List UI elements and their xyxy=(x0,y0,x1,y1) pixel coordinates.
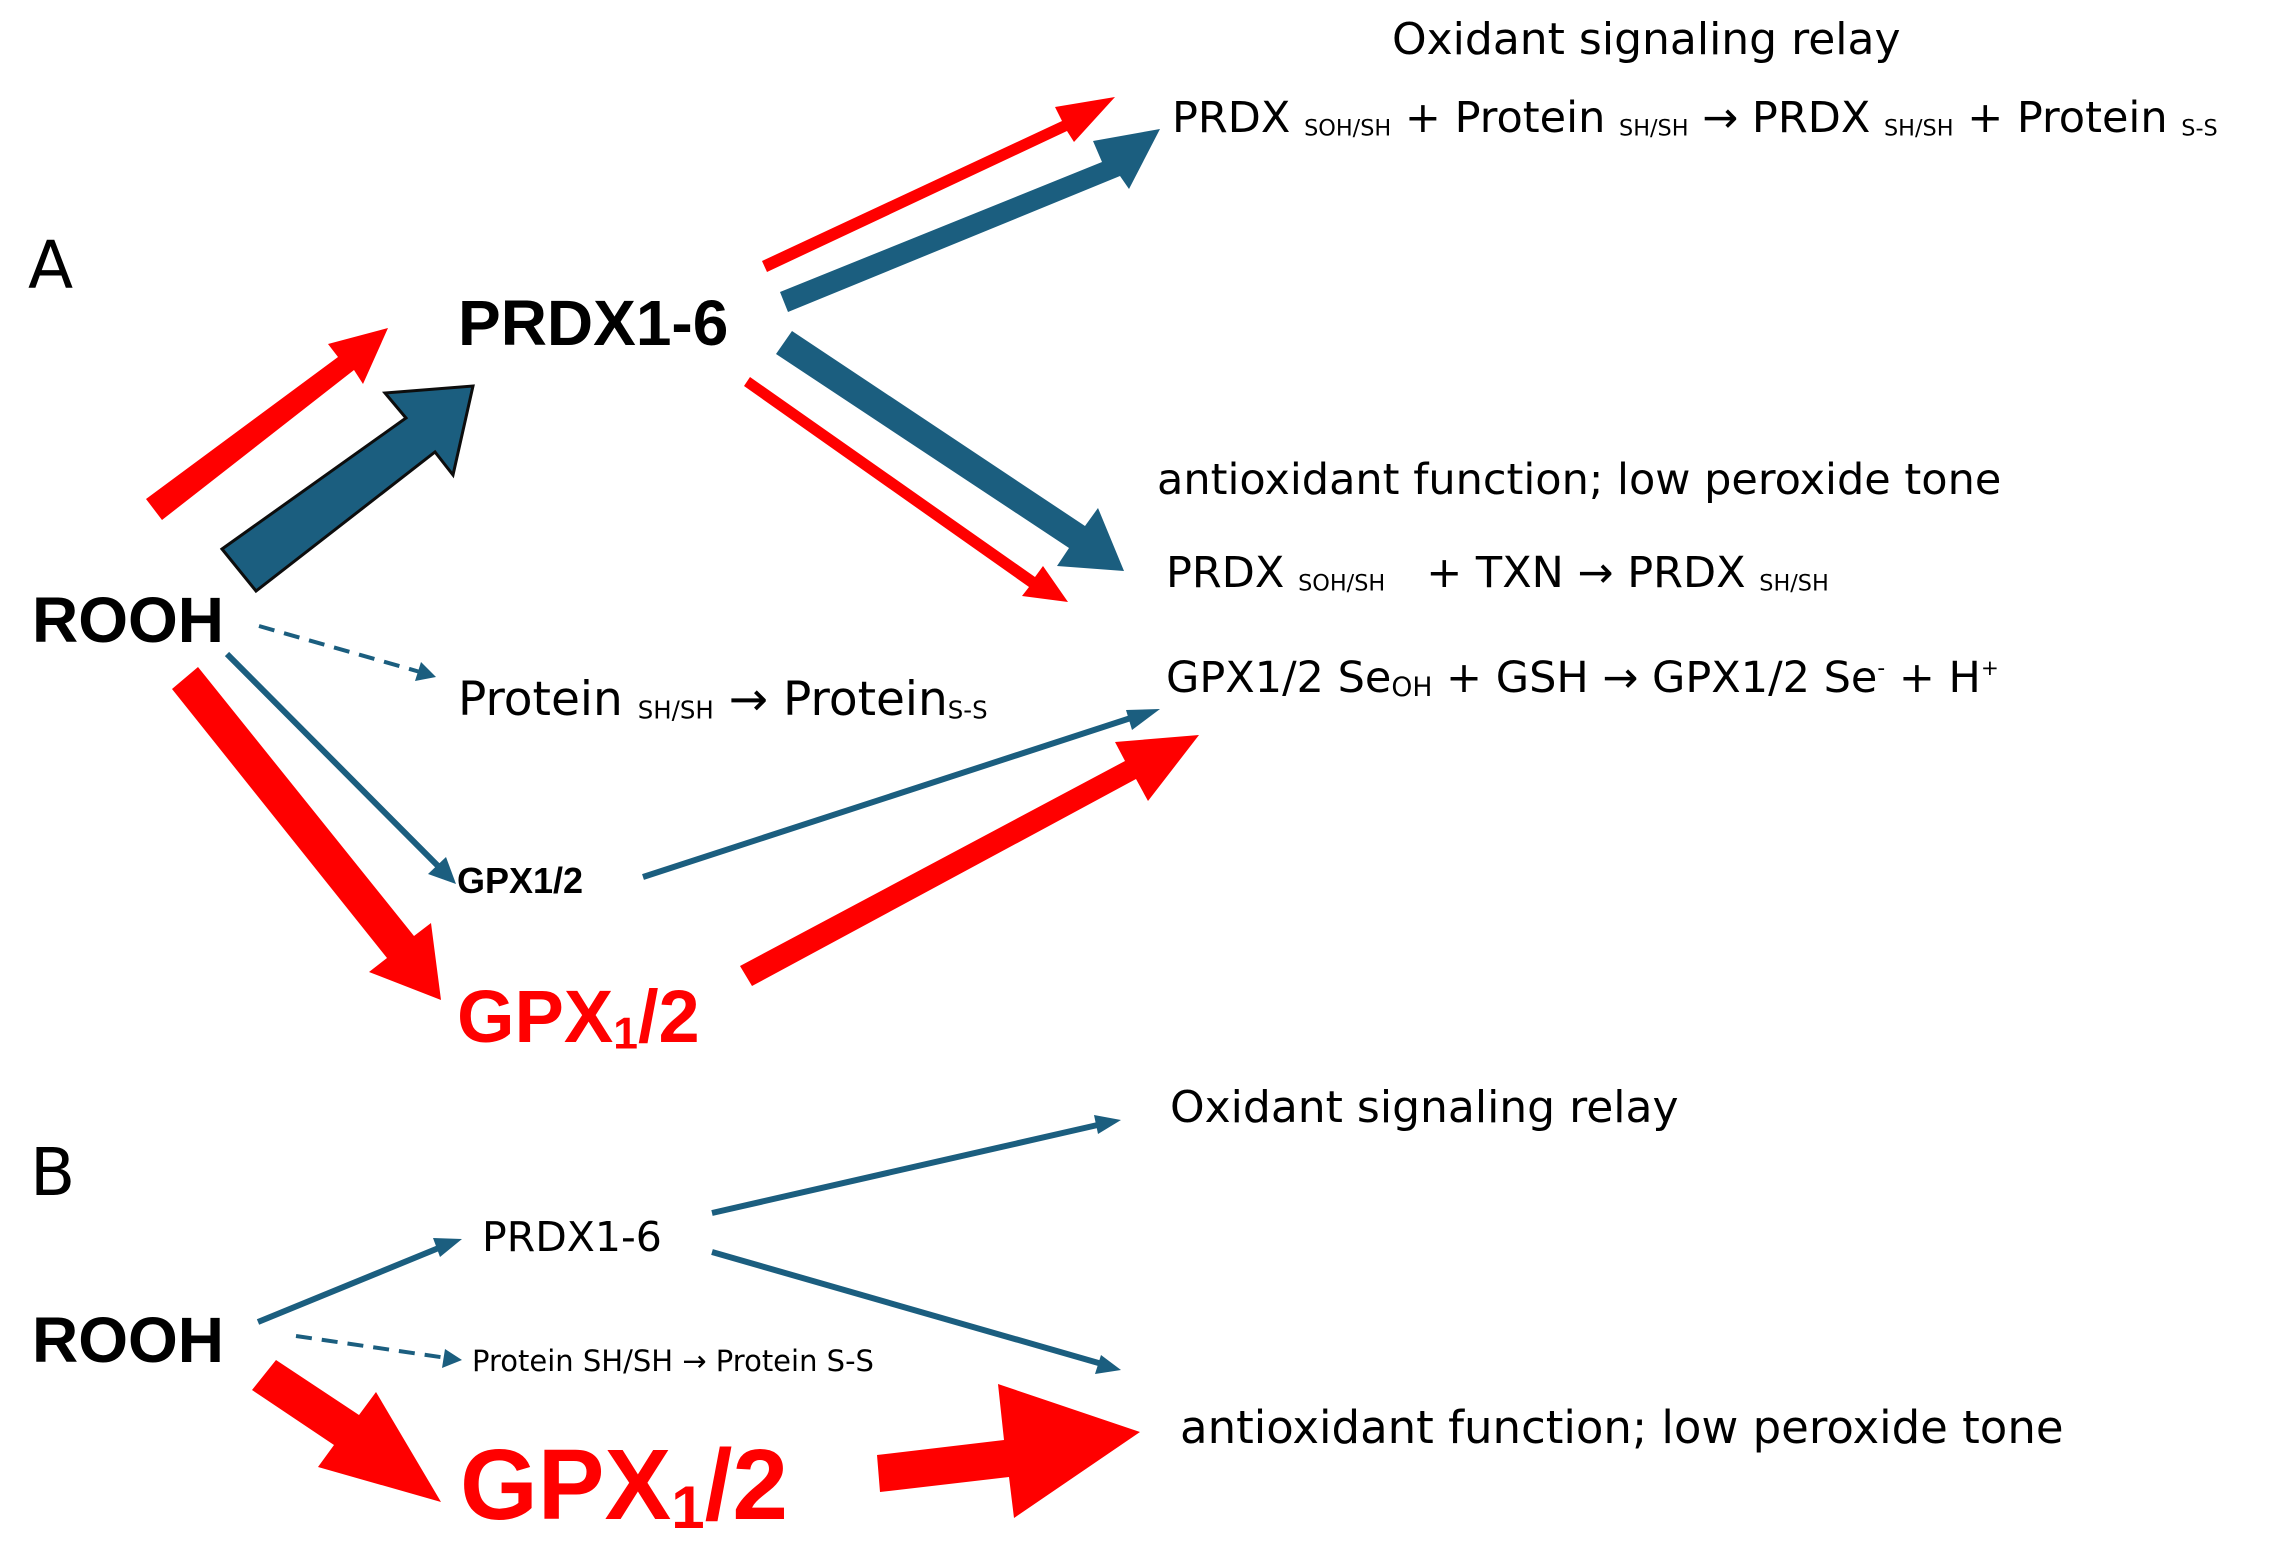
arrow-a-rooh-gpxsmall-blue xyxy=(224,651,446,874)
arrow-b-rooh-protein-dashed xyxy=(295,1334,448,1360)
panel-a-prdx: PRDX1-6 xyxy=(458,287,729,359)
arrow-a-gpxbig-gpxeq-red xyxy=(740,735,1199,986)
arrow-a-prdx-antiox-red xyxy=(744,377,1068,602)
arrow-a-rooh-gpx-red xyxy=(172,667,441,1000)
panel-a-letter: A xyxy=(28,227,74,304)
arrow-a-rooh-protein-dashed xyxy=(258,624,421,674)
panel-a-antiox-title: antioxidant function; low peroxide tone xyxy=(1157,455,2002,505)
arrow-a-rooh-prdx-red xyxy=(146,328,388,520)
panel-a-relay-equation: PRDX SOH/SH + Protein SH/SH → PRDX SH/SH… xyxy=(1172,93,2218,143)
panel-b-rooh: ROOH xyxy=(32,1304,224,1376)
panel-a-txn-equation: PRDX SOH/SH + TXN → PRDX SH/SH xyxy=(1166,548,1829,598)
arrow-a-prdx-relay-red xyxy=(762,97,1115,272)
panel-a-gpx-equation: GPX1/2 SeOH + GSH → GPX1/2 Se- + H+ xyxy=(1166,653,1999,703)
panel-b-protein-equation: Protein SH/SH → Protein S-S xyxy=(472,1344,874,1378)
arrow-b-prdx-relay-blue xyxy=(711,1121,1103,1216)
panel-a-gpx-big: GPX1/2 xyxy=(457,975,700,1059)
arrow-b-rooh-gpx-red xyxy=(252,1360,441,1502)
panel-b-letter: B xyxy=(30,1134,76,1211)
panel-b-antiox: antioxidant function; low peroxide tone xyxy=(1180,1401,2064,1454)
arrow-a-prdx-antiox-blue xyxy=(776,331,1124,571)
panel-b-prdx: PRDX1-6 xyxy=(482,1213,662,1261)
arrow-b-gpx-antiox-red xyxy=(877,1384,1140,1518)
panel-b-relay: Oxidant signaling relay xyxy=(1170,1082,1679,1133)
arrow-b-prdx-antiox-blue xyxy=(711,1249,1103,1367)
panel-a-protein-equation: Protein SH/SH → ProteinS-S xyxy=(458,672,988,727)
panel-a-rooh: ROOH xyxy=(32,584,224,656)
arrow-b-rooh-prdx-blue xyxy=(256,1242,448,1325)
panel-a-relay-title: Oxidant signaling relay xyxy=(1392,14,1901,65)
arrow-a-gpxsmall-gpxeq-blue xyxy=(642,712,1141,880)
arrow-a-rooh-prdx-blue xyxy=(219,384,475,594)
panel-b-gpx-big: GPX1/2 xyxy=(460,1429,788,1541)
arrow-a-prdx-relay-blue xyxy=(780,129,1160,312)
panel-a-gpx-small: GPX1/2 xyxy=(457,860,584,901)
